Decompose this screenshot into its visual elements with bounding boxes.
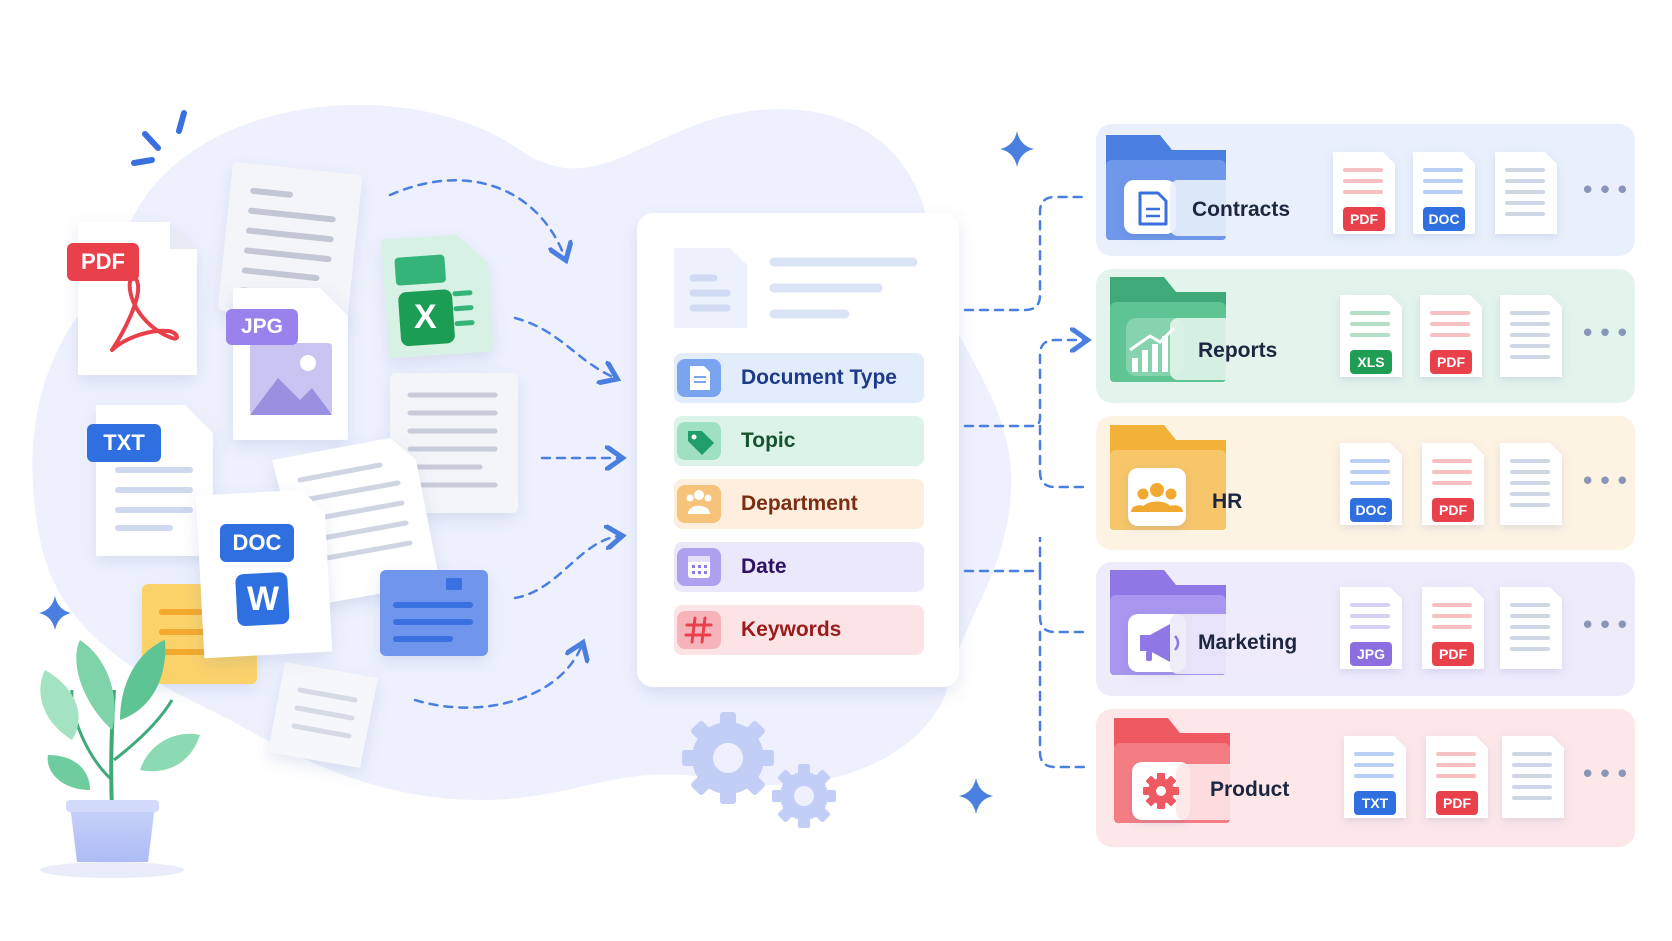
txt-badge: TXT [87,424,161,462]
file-type-badge: XLS [1350,350,1392,374]
more-files-indicator: ••• [1580,611,1633,641]
word-letter: W [247,580,280,618]
acrobat-icon [110,275,179,352]
calendar-icon [688,556,710,578]
doc-badge: DOC [220,524,294,562]
file-type-badge: PDF [1436,791,1478,815]
criterion-department: Department [741,492,858,515]
gear-icon [772,764,836,828]
plant-illustration [40,640,200,878]
document-icon [690,366,710,390]
gear-icon [682,712,774,804]
people-icon [686,490,712,514]
folder-name-contracts: Contracts [1192,198,1291,221]
criteria-rows [674,353,924,655]
gear-icon [1143,773,1179,809]
folder-name-product: Product [1210,778,1290,801]
gray-document [268,662,378,768]
excel-document [381,234,495,359]
excel-letter: X [414,298,437,336]
more-files-indicator: ••• [1580,760,1633,790]
gray-document [218,162,362,324]
folder-marketing [1110,570,1320,675]
criterion-date: Date [741,555,787,578]
folder-reports [1110,277,1308,382]
folder-name-reports: Reports [1198,339,1278,362]
more-files-indicator: ••• [1580,176,1633,206]
bar-chart-icon [1129,326,1176,372]
criterion-topic: Topic [741,429,796,452]
burst-lines [131,110,187,166]
file-type-badge: DOC [1423,207,1465,231]
connector-lines [963,195,1085,769]
tag-icon [688,431,714,455]
jpg-badge: JPG [226,309,298,345]
file-type-badge: JPG [1350,642,1392,666]
more-files-indicator: ••• [1580,467,1633,497]
doc-document [195,489,333,659]
pdf-badge: PDF [67,243,139,281]
file-type-badge: PDF [1432,642,1474,666]
flow-arrows [388,179,620,709]
sparkle-icon [959,778,993,814]
megaphone-icon [1140,624,1180,662]
file-type-badge: TXT [1354,791,1396,815]
sparkle-icon [39,596,71,630]
panel-header-document [674,248,918,328]
folder-name-hr: HR [1212,490,1243,513]
folder-name-marketing: Marketing [1198,631,1298,654]
file-type-badge: DOC [1350,498,1392,522]
hash-icon [684,616,713,644]
more-files-indicator: ••• [1580,319,1633,349]
document-icon [1138,191,1168,226]
file-type-badge: PDF [1430,350,1472,374]
file-type-badge: PDF [1343,207,1385,231]
criterion-document-type: Document Type [741,366,897,389]
blue-document [380,570,488,656]
criterion-keywords: Keywords [741,618,842,641]
file-type-badge: PDF [1432,498,1474,522]
sparkle-icon [1000,131,1034,167]
people-icon [1131,483,1183,512]
folder-hr [1110,425,1226,530]
gray-document [390,373,518,513]
